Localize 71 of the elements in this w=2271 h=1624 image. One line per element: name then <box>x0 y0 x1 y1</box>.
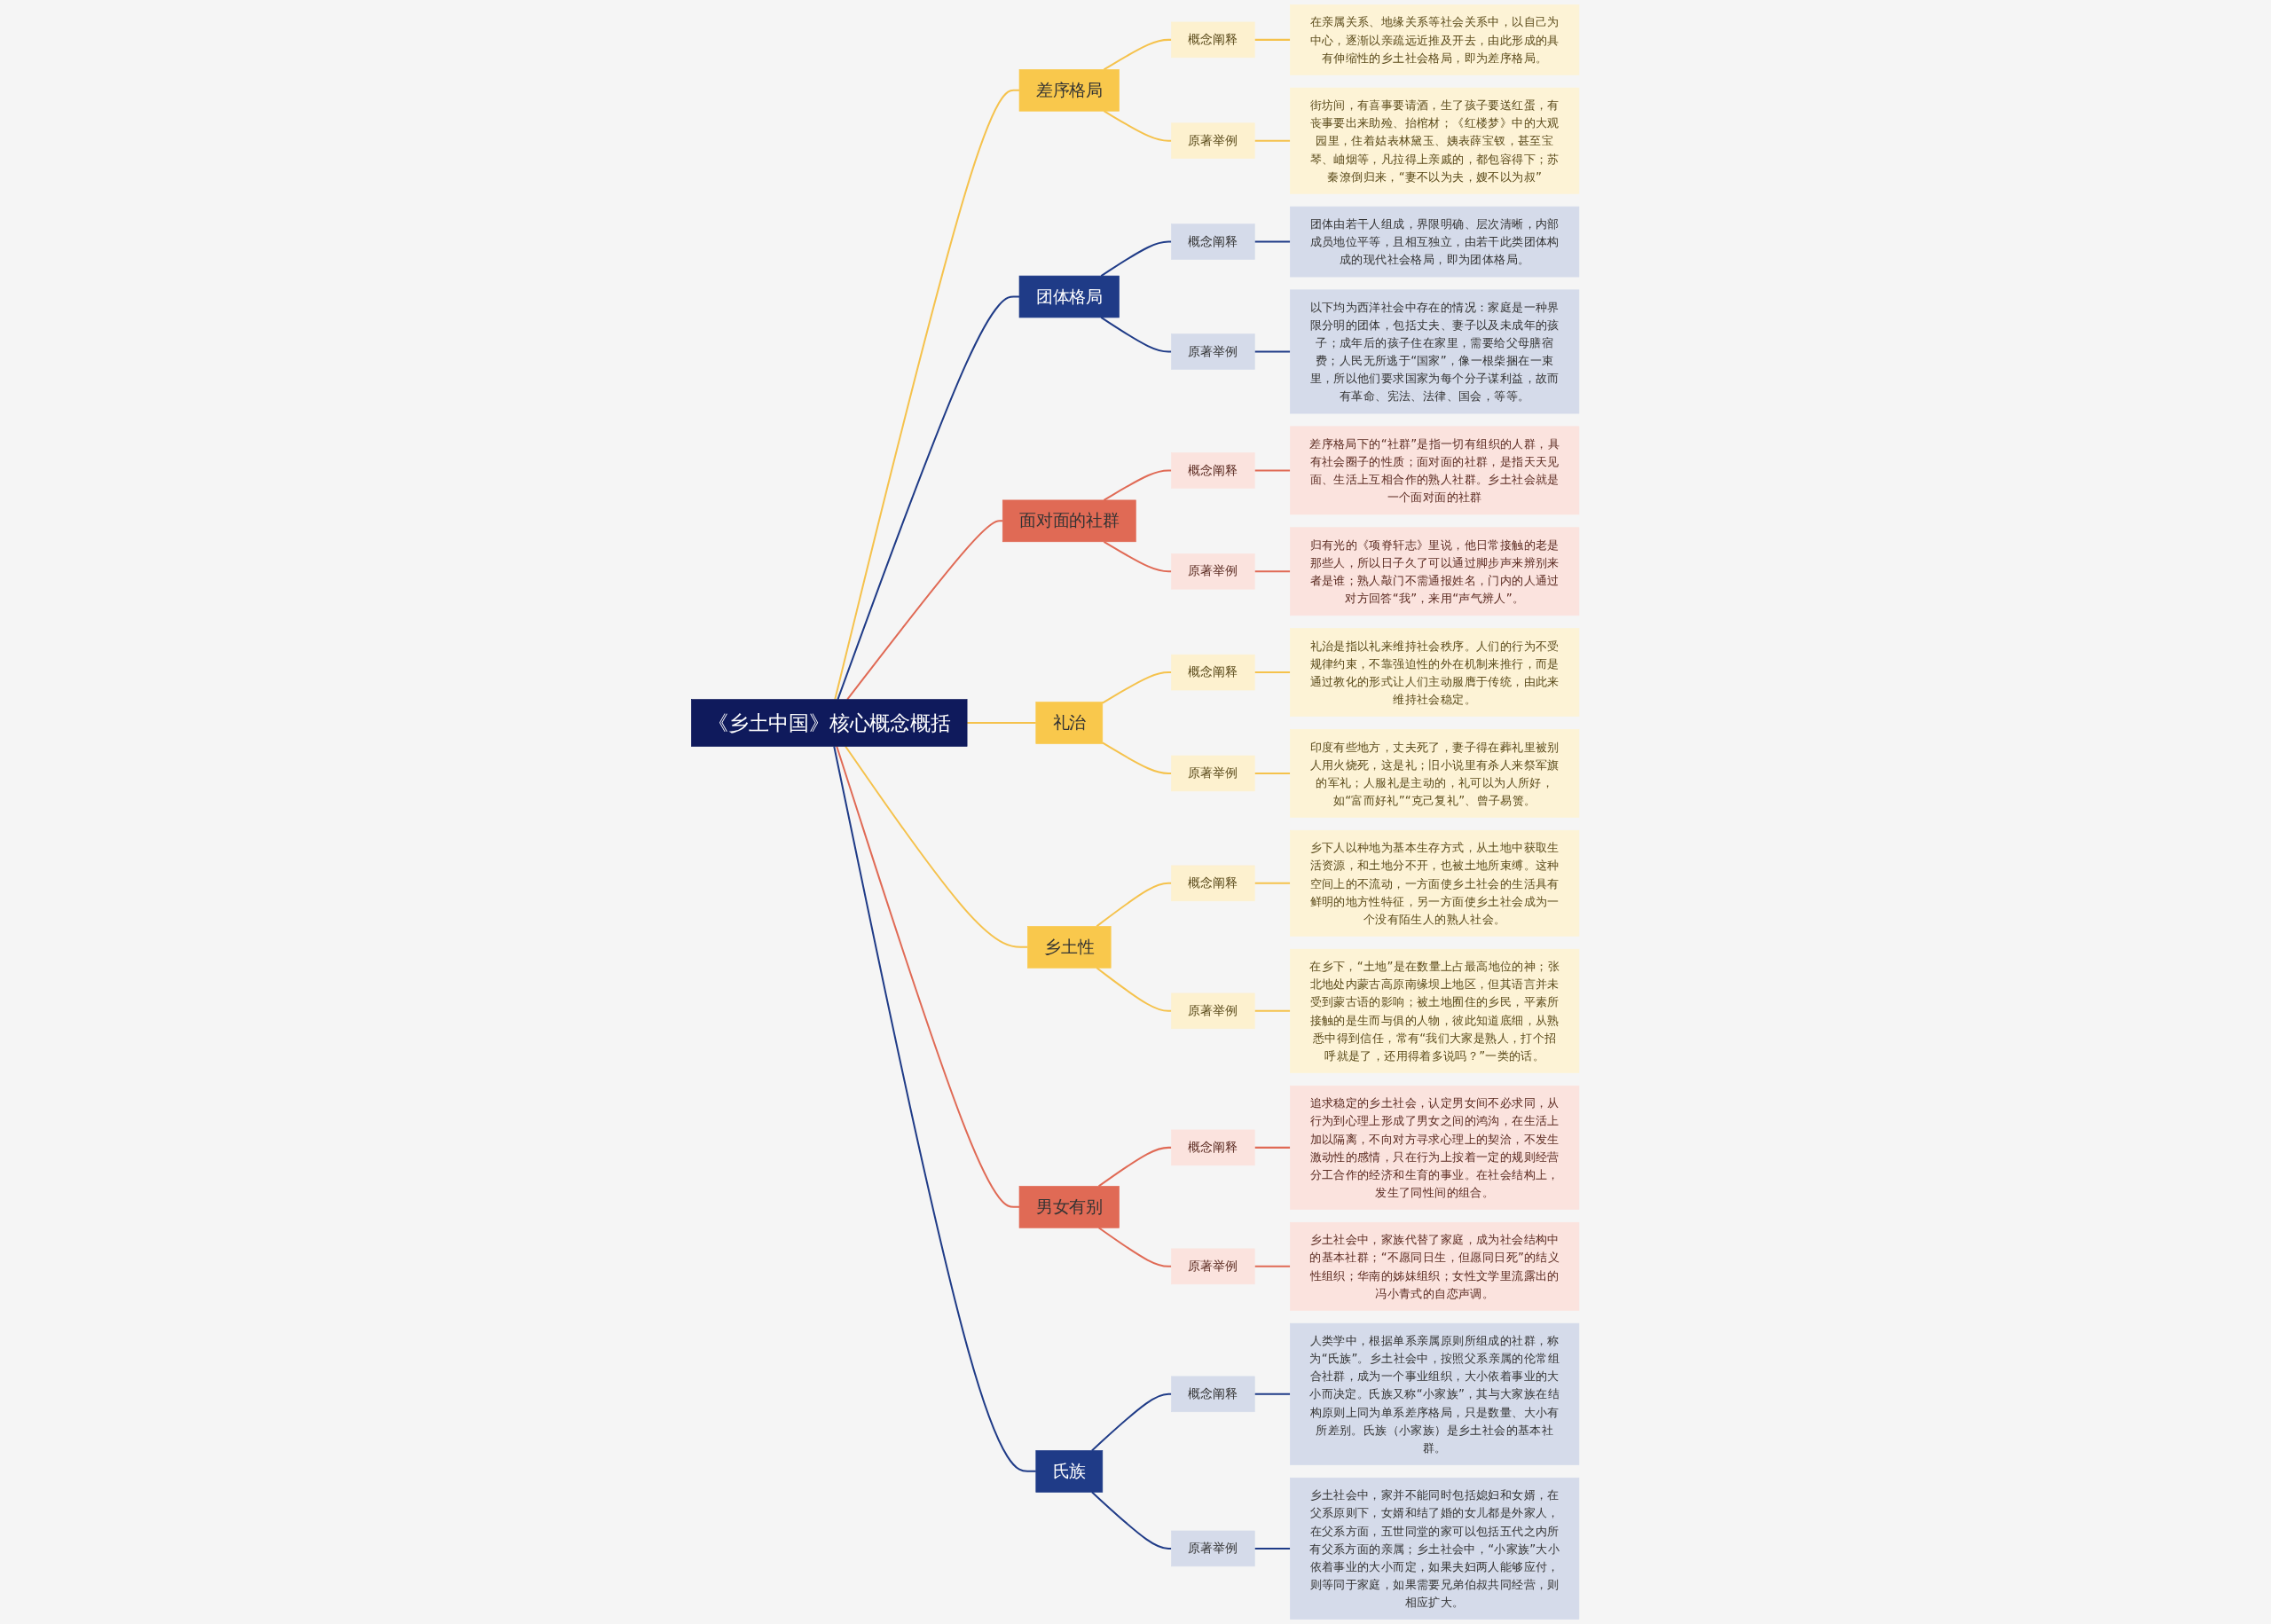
node-box: 礼治 <box>1035 702 1104 744</box>
connector <box>845 745 1028 948</box>
connector <box>1098 1146 1172 1188</box>
node-box: 差序格局下的“社群”是指一切有组织的人群，具有社会圈子的性质；面对面的社群，是指天天见面、生活上互相合作的熟人社群。乡土社会就是一个面对面的社群 <box>1290 426 1580 515</box>
node-box: 乡土社会中，家并不能同时包括媳妇和女婿，在父系原则下，女婿和结了婚的女儿都是外家人，在父系方面，五世同堂的家可以包括五代之内所有父系方面的亲属；乡土社会中，“小家族”大小依着事业的大小而定，如果夫妇两人能够应付，则等同于家庭，如果需要兄弟伯叔共同经营，则相应扩大。 <box>1290 1477 1580 1620</box>
connector <box>1254 139 1291 142</box>
node-box: 原著举例 <box>1171 553 1255 590</box>
connector <box>1096 967 1172 1012</box>
node-box: 概念阐释 <box>1171 865 1255 902</box>
connector <box>834 89 1020 700</box>
node-box: 街坊间，有喜事要请酒，生了孩子要送红蛋，有丧事要出来助殓、抬棺材；《红楼梦》中的大观园里，住着姑表林黛玉、姨表薛宝钗，甚至宝琴、岫烟等，凡拉得上亲戚的，都包容得下；苏秦潦倒归来，“妻不以为夫，嫂不以为叔” <box>1290 87 1580 194</box>
node-box: 概念阐释 <box>1171 654 1255 691</box>
node-box: 团体格局 <box>1019 275 1120 318</box>
node-box: 原著举例 <box>1171 333 1255 370</box>
node-box: 原著举例 <box>1171 992 1255 1030</box>
connector <box>1104 469 1172 501</box>
node-box: 乡下人以种地为基本生存方式，从土地中获取生活资源，和土地分不开，也被土地所束缚。这种空间上的不流动，一方面使乡土社会的生活具有鲜明的地方性特征，另一方面使乡土社会成为一个没有陌生人的熟人社会。 <box>1290 829 1580 937</box>
node-box: 概念阐释 <box>1171 1129 1255 1166</box>
connector <box>1096 882 1172 928</box>
node-box: 在亲属关系、地缘关系等社会关系中，以自己为中心，逐渐以亲疏远近推及开去，由此形成的具有伸缩性的乡土社会格局，即为差序格局。 <box>1290 4 1580 75</box>
node-box: 印度有些地方，丈夫死了，妻子得在葬礼里被别人用火烧死，这是礼；旧小说里有杀人来祭军旗的军礼；人服礼是主动的，礼可以为人所好，如“富而好礼”“克己复礼”、曾子易箦。 <box>1290 729 1580 818</box>
connector <box>1091 1393 1172 1452</box>
connector <box>1254 671 1291 674</box>
node-box: 以下均为西洋社会中存在的情况：家庭是一种界限分明的团体，包括丈夫、妻子以及未成年的孩子；成年后的孩子住在家里，需要给父母膳宿费；人民无所逃于“国家”，像一根柴捆在一束里，所以他们要求国家为每个分子谋利益，故而有革命、宪法、法律、国会，等等。 <box>1290 289 1580 414</box>
connector <box>1254 882 1291 884</box>
connector <box>846 520 1003 701</box>
node-box: 氏族 <box>1035 1450 1104 1493</box>
connector <box>1254 570 1291 573</box>
connector <box>836 746 1020 1208</box>
node-box: 礼治是指以礼来维持社会秩序。人们的行为不受规律约束，不靠强迫性的外在机制来推行，而是通过教化的形式让人们主动服膺于传统，由此来维持社会稳定。 <box>1290 628 1580 717</box>
node-box: 原著举例 <box>1171 1530 1255 1567</box>
connector <box>1102 741 1172 774</box>
connector <box>1254 1393 1291 1395</box>
node-box: 原著举例 <box>1171 1248 1255 1285</box>
connector <box>1091 1491 1172 1549</box>
connector <box>1104 38 1172 71</box>
connector <box>1102 671 1172 704</box>
node-box: 追求稳定的乡土社会，认定男女间不必求同，从行为到心理上形成了男女之间的鸿沟，在生活上加以隔离，不向对方寻求心理上的契洽，不发生激动性的感情，只在行为上按着一定的规则经营分工合作的经济和生育的事业。在社会结构上，发生了同性间的组合。 <box>1290 1085 1580 1210</box>
connector <box>967 722 1037 725</box>
connector <box>833 746 1037 1472</box>
connector <box>1254 1265 1291 1267</box>
node-box: 概念阐释 <box>1171 224 1255 260</box>
node-box: 概念阐释 <box>1171 21 1255 59</box>
connector <box>1254 1146 1291 1149</box>
connector <box>1254 1547 1291 1549</box>
connector <box>1254 350 1291 353</box>
node-box: 乡土性 <box>1027 926 1112 969</box>
connector <box>1101 240 1172 277</box>
node-box: 差序格局 <box>1019 69 1120 112</box>
node-box: 原著举例 <box>1171 755 1255 792</box>
node-box: 团体由若干人组成，界限明确、层次清晰，内部成员地位平等，且相互独立，由若干此类团体构成的现代社会格局，即为团体格局。 <box>1290 206 1580 278</box>
node-box: 面对面的社群 <box>1002 499 1136 543</box>
connector <box>1098 1227 1172 1267</box>
connector <box>1254 38 1291 41</box>
connector <box>1254 1009 1291 1012</box>
node-box: 《乡土中国》核心概念概括 <box>691 699 968 747</box>
node-box: 概念阐释 <box>1171 1376 1255 1413</box>
node-box: 在乡下，“土地”是在数量上占最高地位的神；张北地处内蒙古高原南缘坝上地区，但其语言并未受到蒙古语的影响；被土地囿住的乡民，平素所接触的是生而与俱的人物，彼此知道底细，从熟悉中得到信任，常有“我们大家是熟人，打个招呼就是了，还用得着多说吗？”一类的话。 <box>1290 948 1580 1073</box>
node-box: 乡土社会中，家族代替了家庭，成为社会结构中的基本社群；“不愿同日生，但愿同日死”的结义性组织；华南的姊妹组织；女性文学里流露出的冯小青式的自恋声调。 <box>1290 1221 1580 1311</box>
node-box: 人类学中，根据单系亲属原则所组成的社群，称为“氏族”。乡土社会中，按照父系亲属的伦常组合社群，成为一个事业组织，大小依着事业的大小而决定。氏族又称“小家族”，其与大家族在结构原则上同为单系差序格局，只是数量、大小有所差别。氏族（小家族）是乡土社会的基本社群。 <box>1290 1322 1580 1465</box>
connector <box>1254 469 1291 472</box>
connector <box>1104 110 1172 142</box>
node-box: 概念阐释 <box>1171 452 1255 489</box>
node-box: 归有光的《项脊轩志》里说，他日常接触的老是那些人，所以日子久了可以通过脚步声来辨别来者是谁；熟人敲门不需通报姓名，门内的人通过对方回答“我”，来用“声气辨人”。 <box>1290 527 1580 616</box>
connector <box>1254 772 1291 774</box>
connector <box>1104 540 1172 573</box>
node-box: 原著举例 <box>1171 122 1255 159</box>
connector <box>837 295 1020 700</box>
connector <box>1101 317 1172 353</box>
node-box: 男女有别 <box>1019 1186 1120 1228</box>
connector <box>1254 240 1291 243</box>
